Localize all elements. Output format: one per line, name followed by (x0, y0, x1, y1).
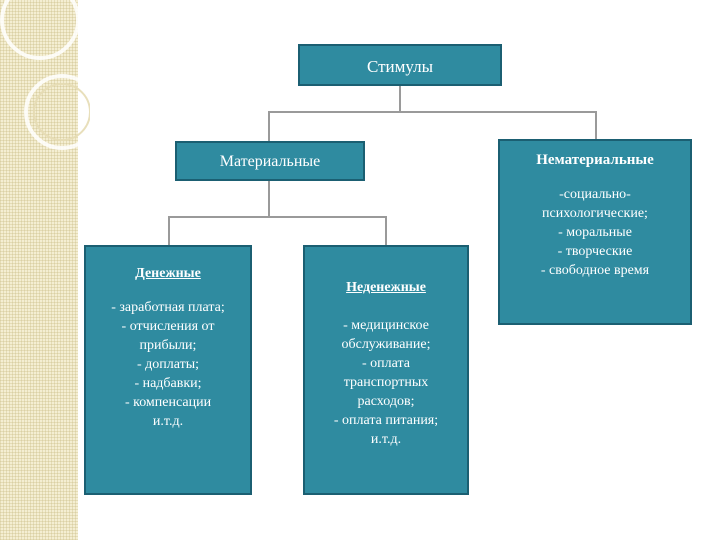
root-node-stimuli: Стимулы (298, 44, 502, 86)
connector-to-nonmaterial (595, 111, 597, 139)
list-item: - медицинское (343, 318, 429, 333)
connector-to-monetary (168, 216, 170, 245)
nonmaterial-list: -социально- психологические; - моральные… (500, 185, 690, 280)
nonmaterial-node-title: Нематериальные (536, 152, 654, 168)
list-item: - заработная плата; (111, 300, 225, 315)
nonmaterial-node: Нематериальные -социально- психологическ… (498, 139, 692, 325)
decorative-circles (0, 0, 90, 150)
monetary-node-title: Денежные (135, 266, 201, 281)
list-item: - отчисления от (121, 319, 215, 334)
non-monetary-node-title: Неденежные (346, 280, 426, 295)
connector-to-non-monetary (385, 216, 387, 245)
connector-material-down (268, 181, 270, 217)
list-item: -социально- (559, 187, 631, 202)
list-item: - надбавки; (134, 376, 202, 391)
connector-top-horizontal (268, 111, 597, 113)
non-monetary-node: Неденежные - медицинское обслуживание; -… (303, 245, 469, 495)
list-item: и.т.д. (152, 414, 184, 429)
root-node-title: Стимулы (366, 57, 434, 76)
list-item: обслуживание; (341, 337, 431, 352)
list-item: - оплата питания; (333, 413, 439, 428)
connector-root-down (399, 86, 401, 112)
material-node-title: Материальные (219, 153, 321, 170)
list-item: - компенсации (124, 395, 212, 410)
material-node: Материальные (175, 141, 365, 181)
non-monetary-list: - медицинское обслуживание; - оплата тра… (305, 316, 467, 449)
monetary-node: Денежные - заработная плата; - отчислени… (84, 245, 252, 495)
list-item: - доплаты; (136, 357, 200, 372)
list-item: психологические; (542, 206, 648, 221)
monetary-list: - заработная плата; - отчисления от приб… (86, 298, 250, 431)
list-item: и.т.д. (370, 432, 402, 447)
list-item: транспортных (343, 375, 429, 390)
list-item: - оплата (362, 356, 410, 371)
connector-bottom-horizontal (168, 216, 387, 218)
connector-to-material (268, 111, 270, 141)
list-item: расходов; (357, 394, 415, 409)
decorative-side-strip (0, 0, 78, 540)
list-item: прибыли; (139, 338, 197, 353)
list-item: - свободное время (540, 263, 650, 278)
list-item: - моральные (558, 225, 632, 240)
list-item: - творческие (557, 244, 633, 259)
